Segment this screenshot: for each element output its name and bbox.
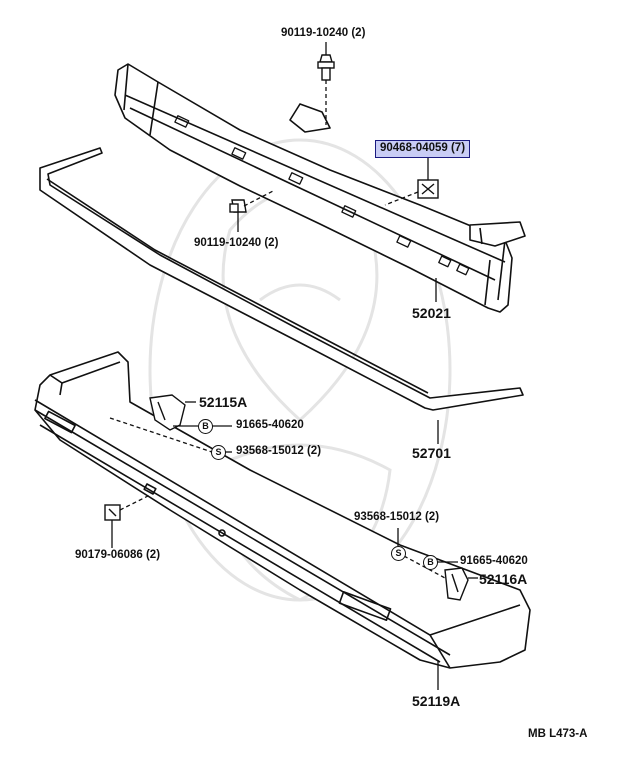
bolt-b-badge-left: B	[198, 419, 213, 434]
part-label-retainer: 52115A	[199, 394, 248, 410]
bolt-b-badge-right: B	[423, 555, 438, 570]
bumper-strip	[39, 147, 524, 411]
screw-s-badge-right: S	[391, 546, 406, 561]
part-label-clip-highlighted[interactable]: 90468-04059 (7)	[375, 140, 471, 158]
part-label-bolt-top: 90119-10240 (2)	[281, 27, 366, 39]
part-label-bumper-cover: 52119A	[412, 693, 461, 709]
part-label-bolt-mid: 90119-10240 (2)	[194, 237, 279, 249]
screw-s-badge-left: S	[211, 445, 226, 460]
part-label-bolt-b-left: 91665-40620	[236, 419, 304, 431]
part-label-screw-s-left: 93568-15012 (2)	[236, 445, 322, 457]
figure-code: MB L473-A	[528, 728, 588, 740]
part-label-clip-left: 90179-06086 (2)	[75, 549, 161, 561]
hardware	[104, 54, 469, 601]
part-label-screw-s-right: 93568-15012 (2)	[354, 511, 440, 523]
leader-lines	[109, 42, 478, 690]
part-label-retainer-right: 52116A	[479, 571, 528, 587]
bumper-cover	[34, 351, 531, 669]
part-label-reinforcement: 52021	[412, 305, 451, 321]
bumper-reinforcement	[114, 63, 526, 313]
part-label-bolt-b-right: 91665-40620	[460, 555, 528, 567]
part-label-strip: 52701	[412, 445, 451, 461]
